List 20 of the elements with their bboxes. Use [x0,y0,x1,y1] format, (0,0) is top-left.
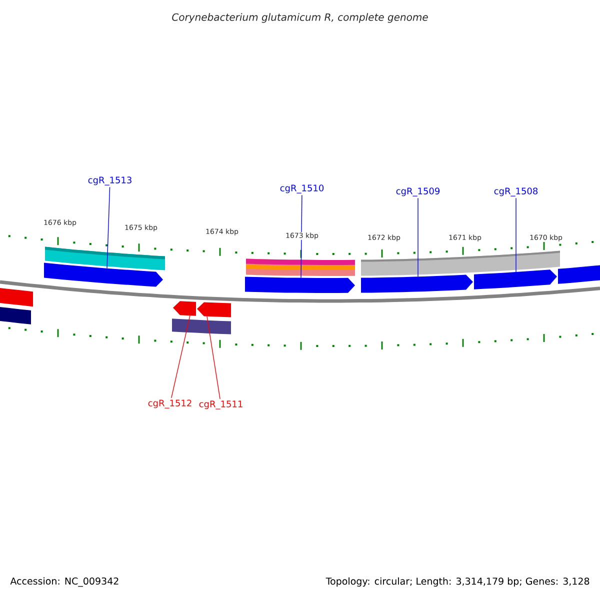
gene-label: cgR_1509 [396,188,440,196]
gene-feature [558,264,600,284]
accession-text: Accession: NC_009342 [10,577,118,587]
gene-feature [197,302,231,318]
genome-info-text: Topology: circular; Length: 3,314,179 bp; Genes: 3,128 [326,577,590,587]
gene-label: cgR_1513 [88,176,132,186]
leader-line [171,315,190,398]
gene-feature [245,276,355,293]
title: Corynebacterium glutamicum R, complete genome [172,13,428,23]
leader-line [106,186,110,269]
leader-line [300,194,302,278]
gene-feature [474,270,557,290]
gene-feature [44,262,163,287]
leader-line [206,316,220,400]
gene-label: cgR_1510 [280,184,324,194]
gene-feature [361,274,473,293]
gene-label: cgR_1512 [148,400,192,408]
gene-label: cgR_1508 [494,188,538,196]
gene-label: cgR_1511 [199,400,242,410]
gene-feature [173,301,196,316]
